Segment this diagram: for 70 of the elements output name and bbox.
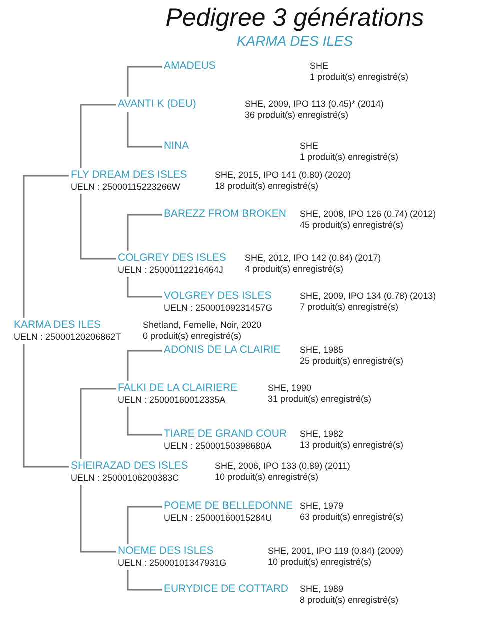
offspring-count: 8 produit(s) enregistré(s) [300,595,399,606]
registration-number: UELN : 25000112216464J [118,265,224,276]
page-title: Pedigree 3 générations [164,4,426,33]
horse-name: TIARE DE GRAND COUR [164,428,288,441]
horse-details: SHE, 1982 [300,429,344,440]
horse-details: SHE, 2015, IPO 141 (0.80) (2020) [215,170,352,181]
offspring-count: 1 produit(s) enregistré(s) [300,152,399,163]
connector-line [127,407,162,436]
horse-details: SHE, 2009, IPO 113 (0.45)* (2014) [245,99,384,110]
horse-details: SHE, 2001, IPO 119 (0.84) (2009) [268,546,404,557]
offspring-count: 31 produit(s) enregistré(s) [268,394,372,405]
offspring-count: 13 produit(s) enregistré(s) [300,440,404,451]
horse-details: Shetland, Femelle, Noir, 2020 [143,320,262,331]
horse-name: COLGREY DES ISLES [118,252,226,265]
horse-details: SHE, 1985 [300,345,344,356]
registration-number: UELN : 25000101347931G [118,558,227,569]
connector-line [127,214,162,251]
registration-number: UELN : 25000150398680A [164,441,273,452]
horse-name: POEME DE BELLEDONNE [164,500,293,513]
offspring-count: 7 produit(s) enregistré(s) [300,302,399,313]
connector-line [23,344,69,468]
connector-line [127,506,162,544]
horse-name: KARMA DES ILES [14,319,102,332]
connector-line [80,388,116,459]
horse-details: SHE [300,141,319,152]
horse-details: SHE, 1989 [300,584,344,595]
connector-line [127,277,162,298]
registration-number: UELN : 25000160012335A [118,395,227,406]
horse-details: SHE, 1990 [268,383,312,394]
subtitle: KARMA DES ILES [236,33,354,49]
offspring-count: 25 produit(s) enregistré(s) [300,356,404,367]
registration-number: UELN : 25000115223266W [71,182,182,193]
registration-number: UELN : 25000109231457G [164,303,273,314]
horse-details: SHE, 2009, IPO 134 (0.78) (2013) [300,291,436,302]
offspring-count: 4 produit(s) enregistré(s) [245,264,344,275]
horse-name: FALKI DE LA CLAIRIERE [118,382,238,395]
horse-name: AMADEUS [164,60,216,73]
horse-details: SHE [310,61,329,72]
connector-line [127,66,162,97]
offspring-count: 1 produit(s) enregistré(s) [310,72,409,83]
offspring-count: 36 produit(s) enregistré(s) [245,110,349,121]
connector-line [80,194,116,260]
offspring-count: 63 produit(s) enregistré(s) [300,512,404,523]
connector-line [80,485,116,553]
registration-number: UELN : 25000160015284U [164,513,274,524]
horse-name: SHEIRAZAD DES ISLES [71,460,188,473]
connector-line [23,175,69,318]
horse-name: NINA [164,140,190,153]
horse-name: ADONIS DE LA CLAIRIE [164,344,281,357]
horse-name: BAREZZ FROM BROKEN [164,208,287,221]
horse-name: VOLGREY DES ISLES [164,290,273,303]
registration-number: UELN : 25000106200383C [71,473,180,484]
connector-line [127,112,162,148]
offspring-count: 0 produit(s) enregistré(s) [143,331,242,342]
connector-line [80,104,116,168]
horse-name: FLY DREAM DES ISLES [71,169,188,182]
offspring-count: 18 produit(s) enregistré(s) [215,181,319,192]
registration-number: UELN : 25000120206862T [14,332,122,343]
horse-name: AVANTI K (DEU) [118,98,196,111]
horse-name: EURYDICE DE COTTARD [164,583,288,596]
offspring-count: 45 produit(s) enregistré(s) [300,220,404,231]
connector-line [127,350,162,381]
horse-details: SHE, 2006, IPO 133 (0.89) (2011) [215,461,350,472]
connector-line [127,570,162,591]
offspring-count: 10 produit(s) enregistré(s) [268,557,372,568]
horse-details: SHE, 2012, IPO 142 (0.84) (2017) [245,253,382,264]
horse-name: NOEME DES ISLES [118,545,215,558]
offspring-count: 10 produit(s) enregistré(s) [215,472,319,483]
horse-details: SHE, 2008, IPO 126 (0.74) (2012) [300,209,436,220]
horse-details: SHE, 1979 [300,501,344,512]
